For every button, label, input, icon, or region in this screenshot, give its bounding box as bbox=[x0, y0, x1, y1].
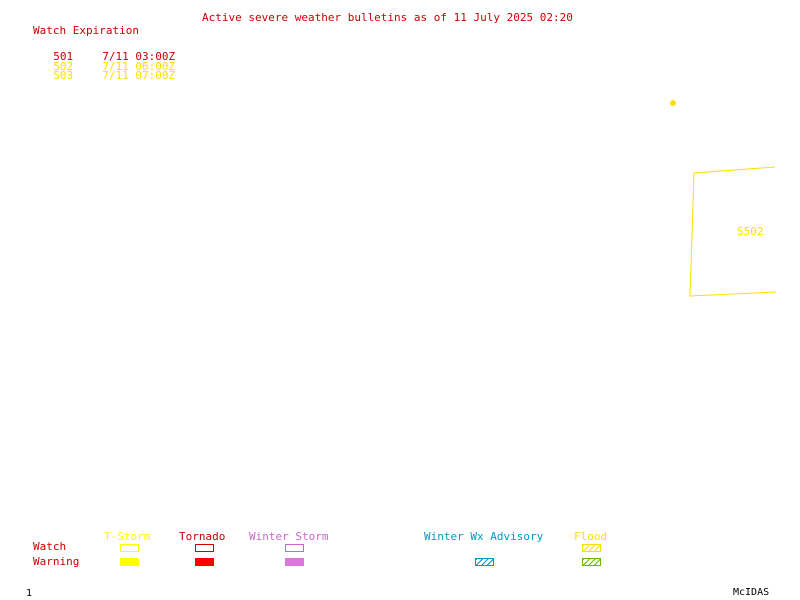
watch-id: 503 bbox=[53, 69, 74, 82]
tornado-watch-swatch bbox=[195, 544, 214, 552]
legend-winter-wx-advisory-label: Winter Wx Advisory bbox=[424, 530, 544, 543]
watch-box-502[interactable] bbox=[689, 166, 777, 297]
flood-watch-swatch bbox=[582, 544, 601, 552]
winter-storm-watch-swatch bbox=[285, 544, 304, 552]
legend-tornado-label: Tornado bbox=[179, 530, 226, 543]
mcidas-brand: McIDAS bbox=[733, 587, 770, 598]
watch-expires: 7/11 06:00Z bbox=[102, 60, 176, 73]
storm-marker bbox=[670, 100, 676, 106]
tstorm-warning-swatch bbox=[120, 558, 139, 566]
tstorm-watch-swatch bbox=[120, 544, 139, 552]
watch-row: 503 7/11 07:00Z bbox=[40, 61, 175, 81]
watch-row: 501 7/11 03:00Z bbox=[40, 42, 175, 62]
flood-warning-swatch bbox=[582, 558, 601, 566]
tornado-warning-swatch bbox=[195, 558, 214, 566]
watch-expires: 7/11 07:00Z bbox=[102, 69, 176, 82]
watch-expiration-heading: Watch Expiration bbox=[33, 24, 139, 37]
watch-row: 502 7/11 06:00Z bbox=[40, 52, 175, 72]
bulletin-title: Active severe weather bulletins as of 11… bbox=[202, 11, 573, 24]
watch-expires: 7/11 03:00Z bbox=[102, 50, 176, 63]
legend-warning-label: Warning bbox=[33, 555, 80, 568]
winter-storm-warning-swatch bbox=[285, 558, 304, 566]
legend-flood-label: Flood bbox=[574, 530, 608, 543]
frame-number: 1 bbox=[26, 588, 33, 599]
watch-box-label: S502 bbox=[737, 225, 764, 238]
legend-winter-storm-label: Winter Storm bbox=[249, 530, 329, 543]
watch-id: 502 bbox=[53, 60, 74, 73]
legend-watch-label: Watch bbox=[33, 540, 67, 553]
winter-wx-advisory-swatch bbox=[475, 558, 494, 566]
watch-id: 501 bbox=[53, 50, 74, 63]
legend-tstorm-label: T-Storm bbox=[104, 530, 151, 543]
